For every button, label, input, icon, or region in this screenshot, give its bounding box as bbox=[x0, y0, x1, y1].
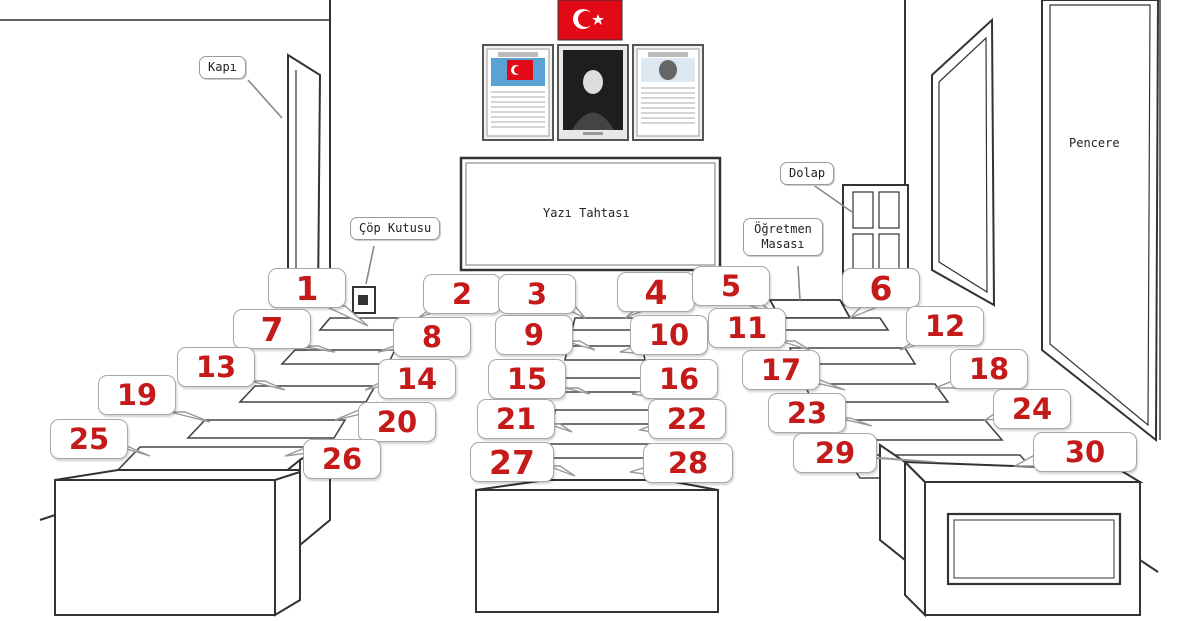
poster-right bbox=[632, 44, 704, 141]
seat-7[interactable]: 7 bbox=[233, 309, 311, 349]
label-pointers bbox=[247, 79, 853, 301]
blackboard-label: Yazı Tahtası bbox=[543, 206, 630, 220]
trash-bin-label: Çöp Kutusu bbox=[350, 217, 441, 240]
seat-2[interactable]: 2 bbox=[423, 274, 501, 314]
blackboard-frame bbox=[459, 156, 722, 272]
door-label: Kapı bbox=[199, 56, 246, 79]
seat-6[interactable]: 6 bbox=[842, 268, 920, 308]
seat-12[interactable]: 12 bbox=[906, 306, 984, 346]
poster-left bbox=[482, 44, 554, 141]
seat-17[interactable]: 17 bbox=[742, 350, 820, 390]
seat-23[interactable]: 23 bbox=[768, 393, 846, 433]
seat-20[interactable]: 20 bbox=[358, 402, 436, 442]
seat-5[interactable]: 5 bbox=[692, 266, 770, 306]
teacher-desk-label: Öğretmen Masası bbox=[743, 218, 823, 256]
seat-16[interactable]: 16 bbox=[640, 359, 718, 399]
portrait-frame bbox=[557, 44, 629, 141]
seat-27[interactable]: 27 bbox=[470, 442, 554, 482]
seat-15[interactable]: 15 bbox=[488, 359, 566, 399]
seat-10[interactable]: 10 bbox=[630, 315, 708, 355]
seat-24[interactable]: 24 bbox=[993, 389, 1071, 429]
seat-29[interactable]: 29 bbox=[793, 433, 877, 473]
seat-18[interactable]: 18 bbox=[950, 349, 1028, 389]
seat-26[interactable]: 26 bbox=[303, 439, 381, 479]
seat-11[interactable]: 11 bbox=[708, 308, 786, 348]
seat-9[interactable]: 9 bbox=[495, 315, 573, 355]
seat-14[interactable]: 14 bbox=[378, 359, 456, 399]
seat-25[interactable]: 25 bbox=[50, 419, 128, 459]
trash-bin bbox=[352, 286, 376, 314]
seat-3[interactable]: 3 bbox=[498, 274, 576, 314]
seat-8[interactable]: 8 bbox=[393, 317, 471, 357]
window-middle bbox=[931, 17, 996, 307]
window-label: Pencere bbox=[1069, 136, 1120, 150]
seat-13[interactable]: 13 bbox=[177, 347, 255, 387]
seat-19[interactable]: 19 bbox=[98, 375, 176, 415]
cabinet-label: Dolap bbox=[780, 162, 835, 185]
seat-30[interactable]: 30 bbox=[1033, 432, 1137, 472]
turkish-flag bbox=[557, 0, 623, 41]
front-desk-right bbox=[879, 443, 1159, 618]
seat-28[interactable]: 28 bbox=[643, 443, 733, 483]
seat-21[interactable]: 21 bbox=[477, 399, 555, 439]
window-right bbox=[1041, 0, 1160, 443]
seat-22[interactable]: 22 bbox=[648, 399, 726, 439]
seat-4[interactable]: 4 bbox=[617, 272, 695, 312]
front-desk-middle bbox=[475, 479, 719, 613]
seat-1[interactable]: 1 bbox=[268, 268, 346, 308]
door bbox=[287, 53, 322, 302]
front-desk-left bbox=[39, 438, 331, 617]
